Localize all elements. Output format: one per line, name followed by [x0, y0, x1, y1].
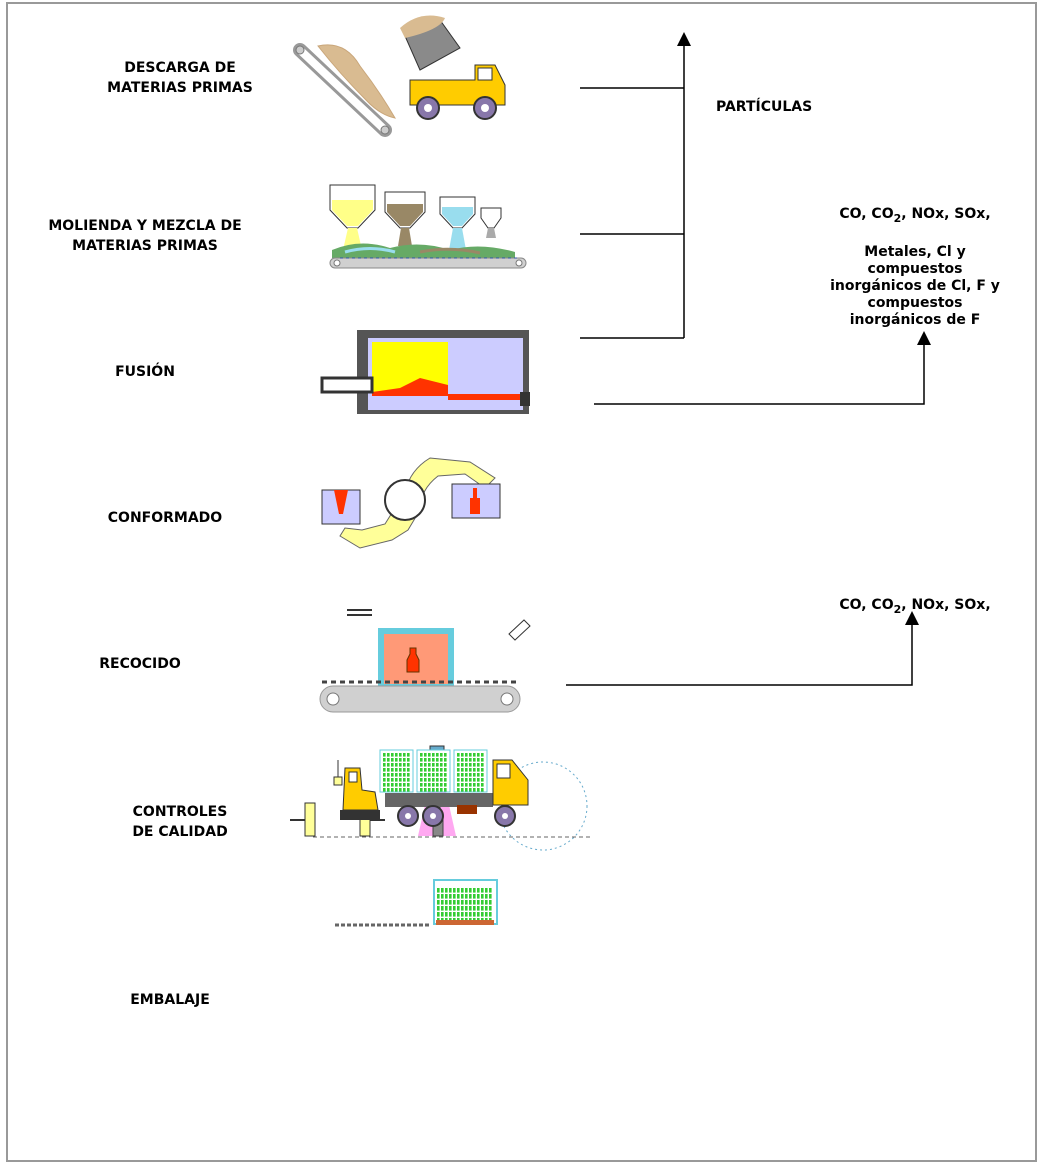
fusion-emission-connector: [594, 343, 925, 405]
stage-label-controles: CONTROLES DE CALIDAD: [132, 804, 228, 840]
particulas-arrowhead: [677, 32, 691, 46]
bottle-outline-icon: [508, 619, 531, 641]
rejection-turntable-icon: [498, 761, 588, 851]
recocido-emission-connector: [566, 623, 913, 686]
gauge-pin-icon: [333, 776, 343, 786]
palletizing-illustration: [335, 879, 498, 927]
particulas-connector: [580, 44, 685, 339]
fusion-emission-arrowhead: [917, 331, 931, 345]
bottle-icon: [406, 647, 420, 673]
stage-label-recocido: RECOCIDO: [99, 656, 181, 672]
shipping-illustration: [340, 749, 529, 827]
stage-label-embalaje: EMBALAJE: [130, 992, 210, 1008]
grinding-mixing-illustration: [329, 184, 527, 269]
dump-truck-icon: [400, 15, 506, 120]
emission-label-particulas: PARTÍCULAS: [716, 99, 813, 115]
lehr-conveyor-icon: [319, 680, 521, 713]
emission-fusion-rest: Metales, Cl y compuestos inorgánicos de …: [830, 243, 1000, 328]
emission-fusion-line1: CO, CO2, NOx, SOx,: [839, 206, 991, 225]
annealing-illustration: [319, 609, 531, 713]
melting-furnace-illustration: [320, 330, 530, 414]
stage-label-molienda: MOLIENDA Y MEZCLA DE MATERIAS PRIMAS: [48, 218, 242, 254]
stage-label-fusion: FUSIÓN: [115, 364, 175, 380]
forklift-icon: [340, 767, 380, 820]
hopper-blue-icon: [439, 196, 476, 250]
hopper-gray-icon: [480, 207, 502, 238]
forming-illustration: [321, 457, 501, 549]
emission-label-recocido: CO, CO2, NOx, SOx,: [839, 597, 991, 616]
burner-port-icon: [320, 376, 374, 394]
stage-label-descarga: DESCARGA DE MATERIAS PRIMAS: [107, 60, 253, 96]
bottle-grid-icon: [437, 888, 492, 923]
mixing-conveyor-icon: [329, 243, 527, 269]
guide-rail-left-icon: [304, 802, 316, 837]
hopper-yellow-icon: [329, 184, 376, 250]
unloading-illustration: [293, 15, 506, 137]
page-border: [6, 2, 1037, 1162]
hopper-olive-icon: [384, 191, 426, 246]
conveyor-belt-icon: [293, 43, 396, 137]
recocido-emission-arrowhead: [905, 611, 919, 625]
stage-label-conformado: CONFORMADO: [107, 510, 223, 526]
forming-wheel-icon: [384, 479, 426, 521]
emission-label-fusion: CO, CO2, NOx, SOx, Metales, Cl y compues…: [800, 189, 1030, 346]
delivery-truck-icon: [379, 749, 529, 827]
